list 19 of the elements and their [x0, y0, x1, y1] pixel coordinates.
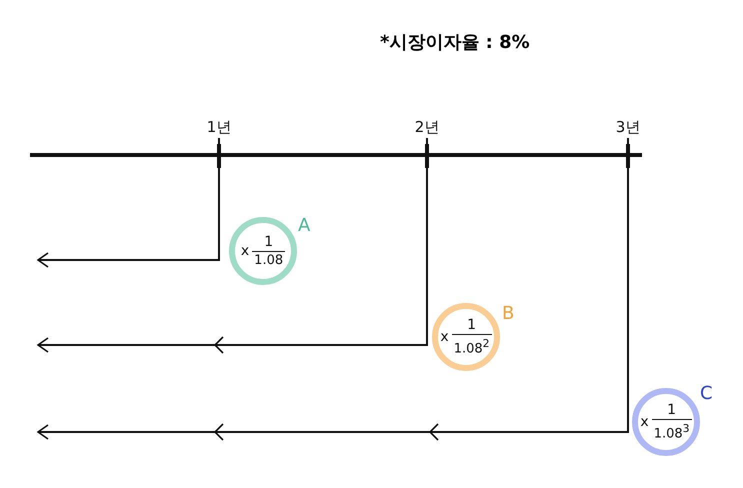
letter-label: B — [502, 303, 514, 324]
arrow — [37, 138, 629, 441]
numerator: 1 — [263, 232, 274, 250]
year-label: 1년 — [206, 118, 232, 137]
letter-label: A — [298, 215, 310, 236]
arrow — [37, 138, 220, 268]
arrow — [37, 138, 428, 354]
denominator: 1.08$^{2}$ — [452, 334, 492, 358]
title-text: *시장이자율 : 8% — [380, 31, 530, 54]
year-label: 2년 — [414, 118, 440, 137]
numerator: 1 — [466, 316, 478, 334]
multiply-sign: x — [440, 329, 449, 345]
numerator: 1 — [666, 400, 678, 419]
year-label: 3년 — [616, 118, 640, 137]
denominator: 1.08 — [252, 250, 286, 270]
multiply-sign: x — [640, 414, 649, 430]
multiply-sign: x — [240, 243, 250, 259]
letter-label: C — [700, 383, 713, 404]
denominator: 1.08$^{3}$ — [652, 418, 692, 444]
